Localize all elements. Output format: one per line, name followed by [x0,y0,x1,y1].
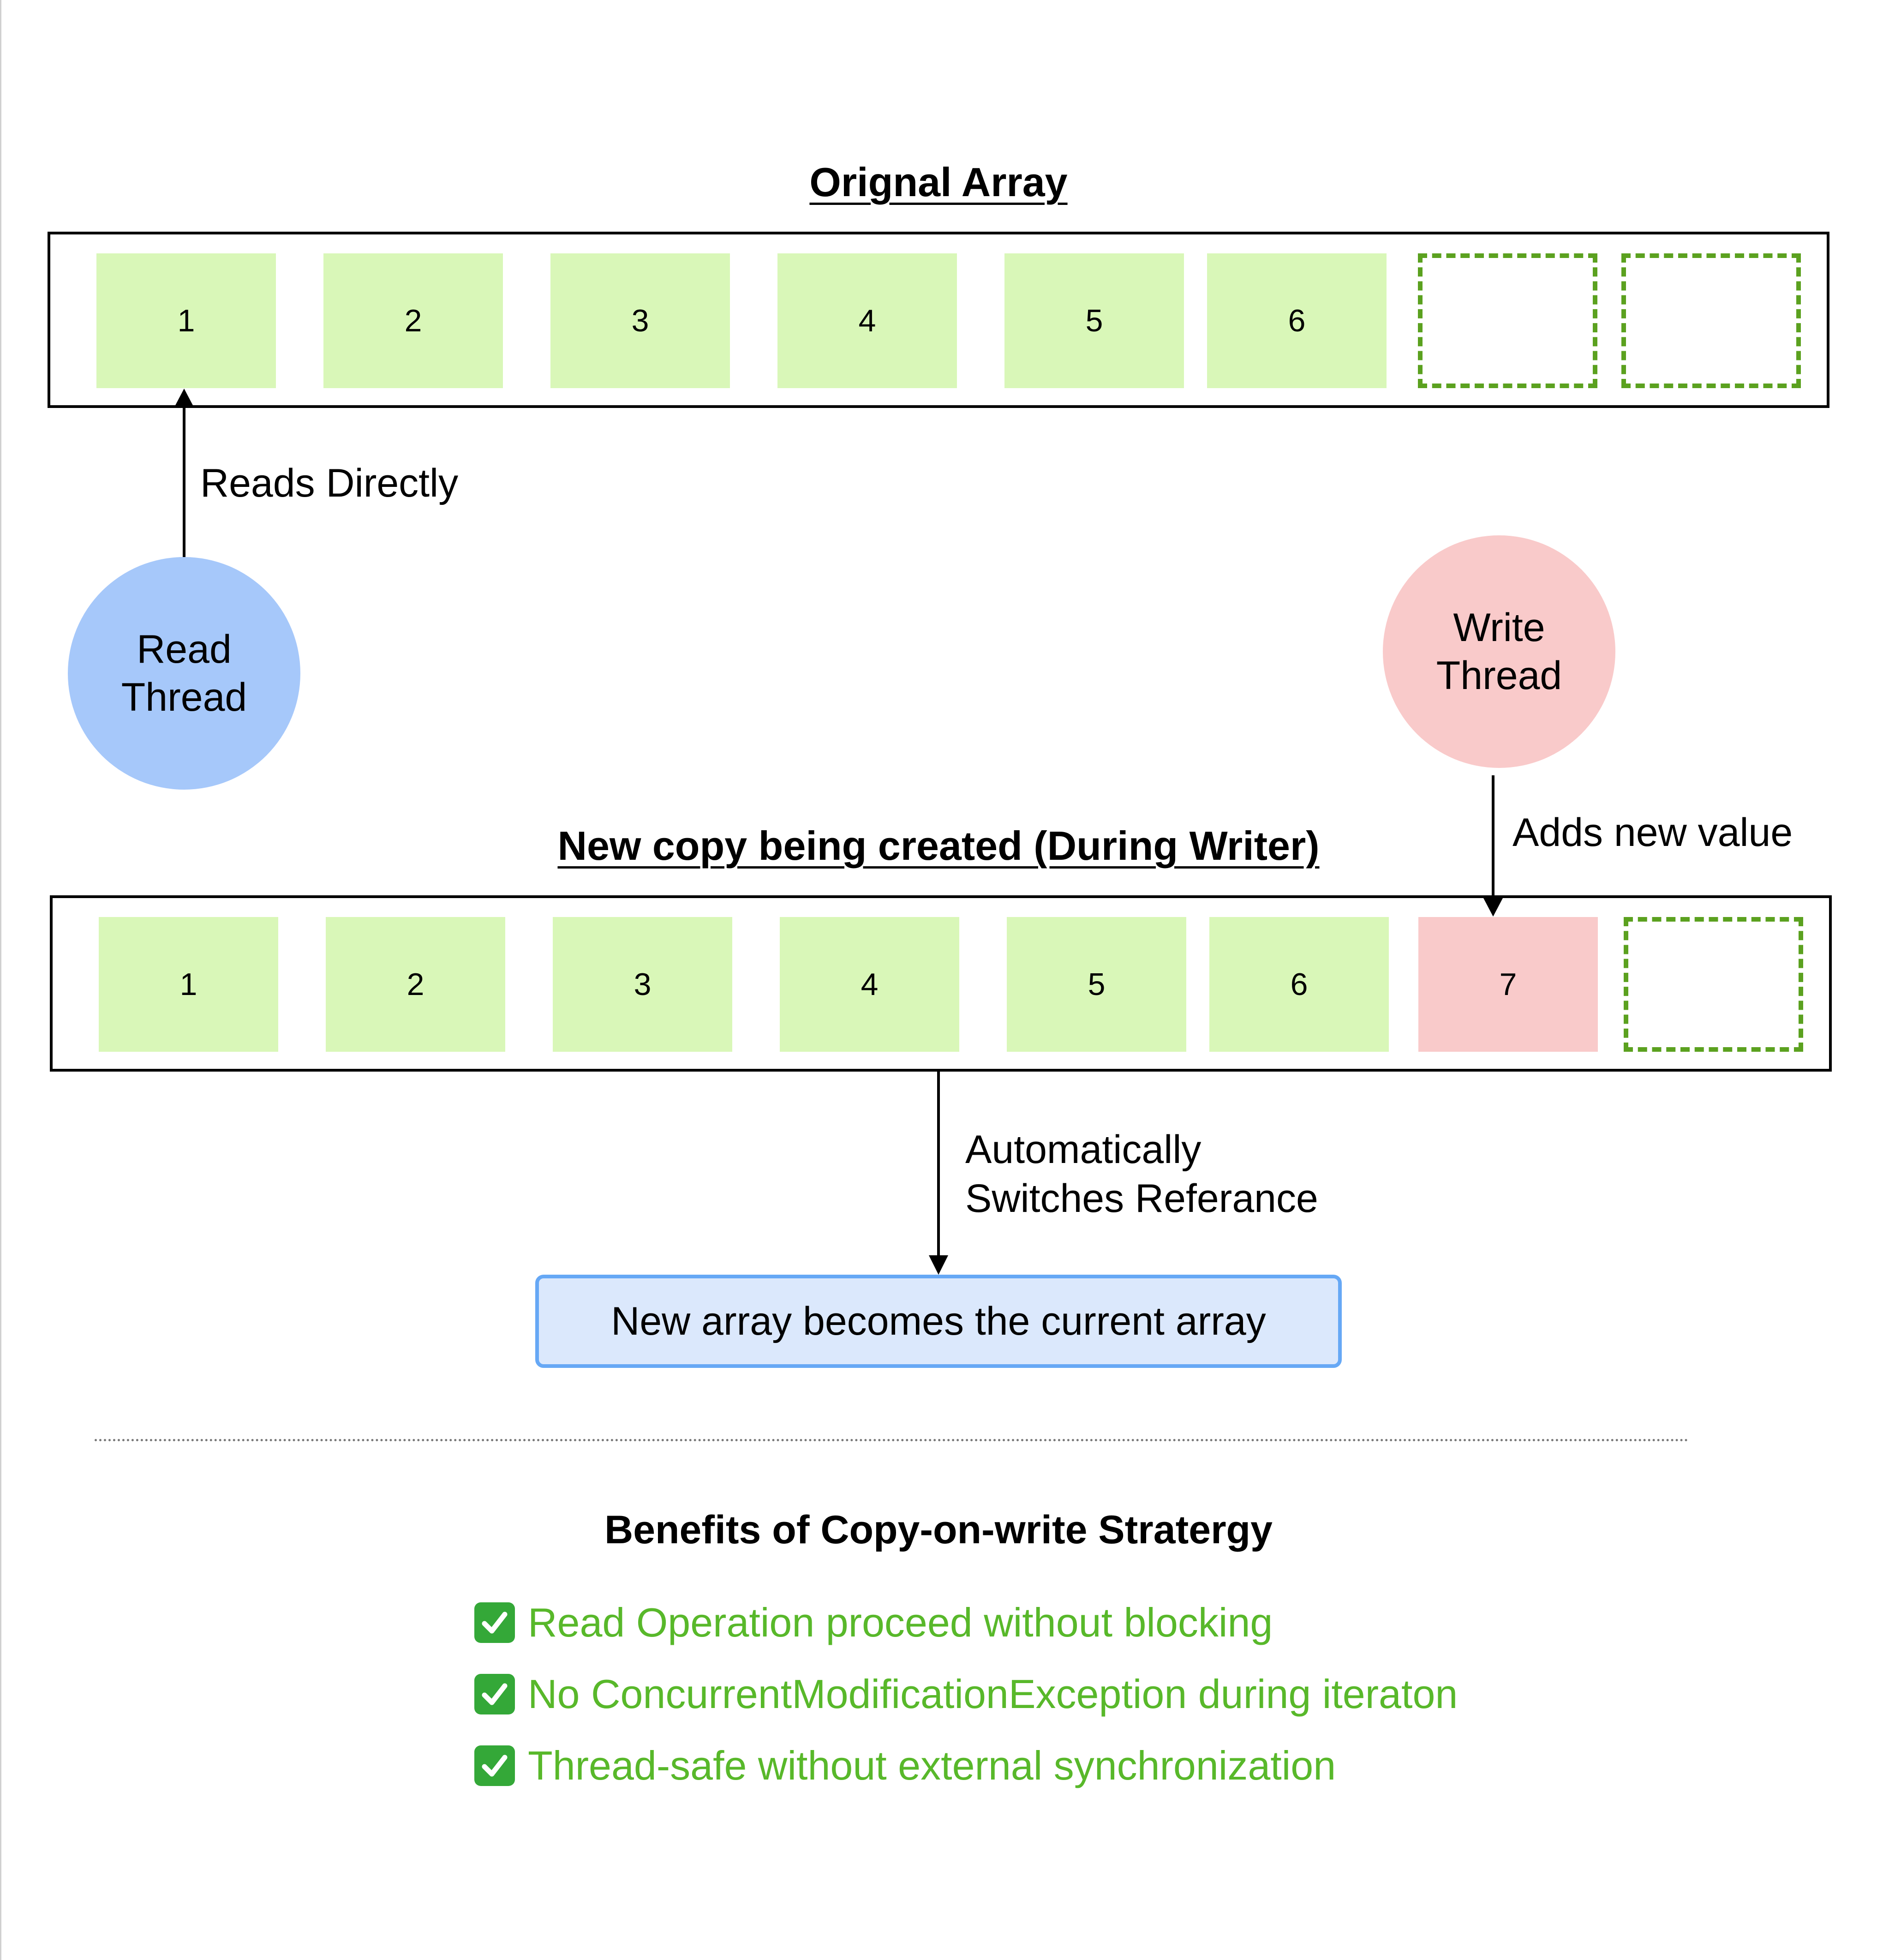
write-arrow [1483,775,1503,917]
switch-arrow-head [929,1255,948,1275]
copy-cell-2: 2 [326,917,505,1052]
adds-new-value-label: Adds new value [1512,810,1793,855]
left-edge-line [0,0,1,1960]
switch-arrow [929,1072,948,1275]
copy-cell-5-value: 5 [1088,967,1106,1002]
copy-cell-2-value: 2 [406,967,424,1002]
benefit-text-1: Read Operation proceed without blocking [528,1600,1273,1645]
write-arrow-head [1483,898,1503,917]
original-cell-3-value: 3 [631,303,649,338]
original-cell-4-value: 4 [858,303,876,338]
copy-cell-3: 3 [553,917,732,1052]
original-cell-8-empty [1621,253,1801,388]
copy-cell-8-empty [1624,917,1803,1052]
copy-cell-1-value: 1 [179,967,197,1002]
original-cell-5-value: 5 [1085,303,1103,338]
original-cell-1: 1 [96,253,276,388]
check-icon [474,1602,515,1643]
check-icon [474,1745,515,1786]
copy-cell-6-value: 6 [1290,967,1308,1002]
copy-cell-4-value: 4 [861,967,879,1002]
benefit-item-2: No ConcurrentModificationException durin… [474,1671,1458,1717]
benefit-item-1: Read Operation proceed without blocking [474,1600,1273,1646]
original-cell-4: 4 [777,253,957,388]
result-box-text: New array becomes the current array [611,1299,1266,1343]
original-array-title: Orignal Array [809,159,1068,205]
result-box: New array becomes the current array [535,1275,1342,1368]
switch-label-line1: Automatically [965,1127,1202,1172]
benefit-item-3: Thread-safe without external synchroniza… [474,1743,1336,1789]
copy-cell-6: 6 [1209,917,1389,1052]
copy-cell-1: 1 [99,917,278,1052]
read-thread-circle: Read Thread [68,557,300,790]
switch-label-line2: Switches Referance [965,1176,1318,1221]
original-array-row: 1 2 3 4 5 6 [48,232,1829,408]
check-icon [474,1674,515,1714]
original-cell-1-value: 1 [177,303,195,338]
original-cell-6-value: 6 [1288,303,1306,338]
copy-cell-3-value: 3 [634,967,652,1002]
section-divider [95,1439,1689,1441]
copy-cell-7-value: 7 [1499,967,1517,1002]
original-cell-7-empty [1418,253,1597,388]
read-arrow-head [174,389,194,407]
copy-array-row: 1 2 3 4 5 6 7 [50,895,1832,1072]
copy-cell-5: 5 [1007,917,1186,1052]
copy-array-title: New copy being created (During Writer) [557,823,1320,869]
copy-cell-4: 4 [780,917,959,1052]
original-cell-6: 6 [1207,253,1387,388]
original-cell-2: 2 [323,253,503,388]
benefit-text-2: No ConcurrentModificationException durin… [528,1671,1458,1717]
write-thread-circle: Write Thread [1383,535,1615,768]
original-cell-3: 3 [550,253,730,388]
read-arrow [174,389,194,557]
benefits-title: Benefits of Copy-on-write Stratergy [604,1508,1273,1552]
copy-cell-7-new: 7 [1418,917,1598,1052]
original-cell-2-value: 2 [404,303,422,338]
reads-directly-label: Reads Directly [200,461,459,505]
original-cell-5: 5 [1004,253,1184,388]
benefit-text-3: Thread-safe without external synchroniza… [528,1743,1336,1788]
